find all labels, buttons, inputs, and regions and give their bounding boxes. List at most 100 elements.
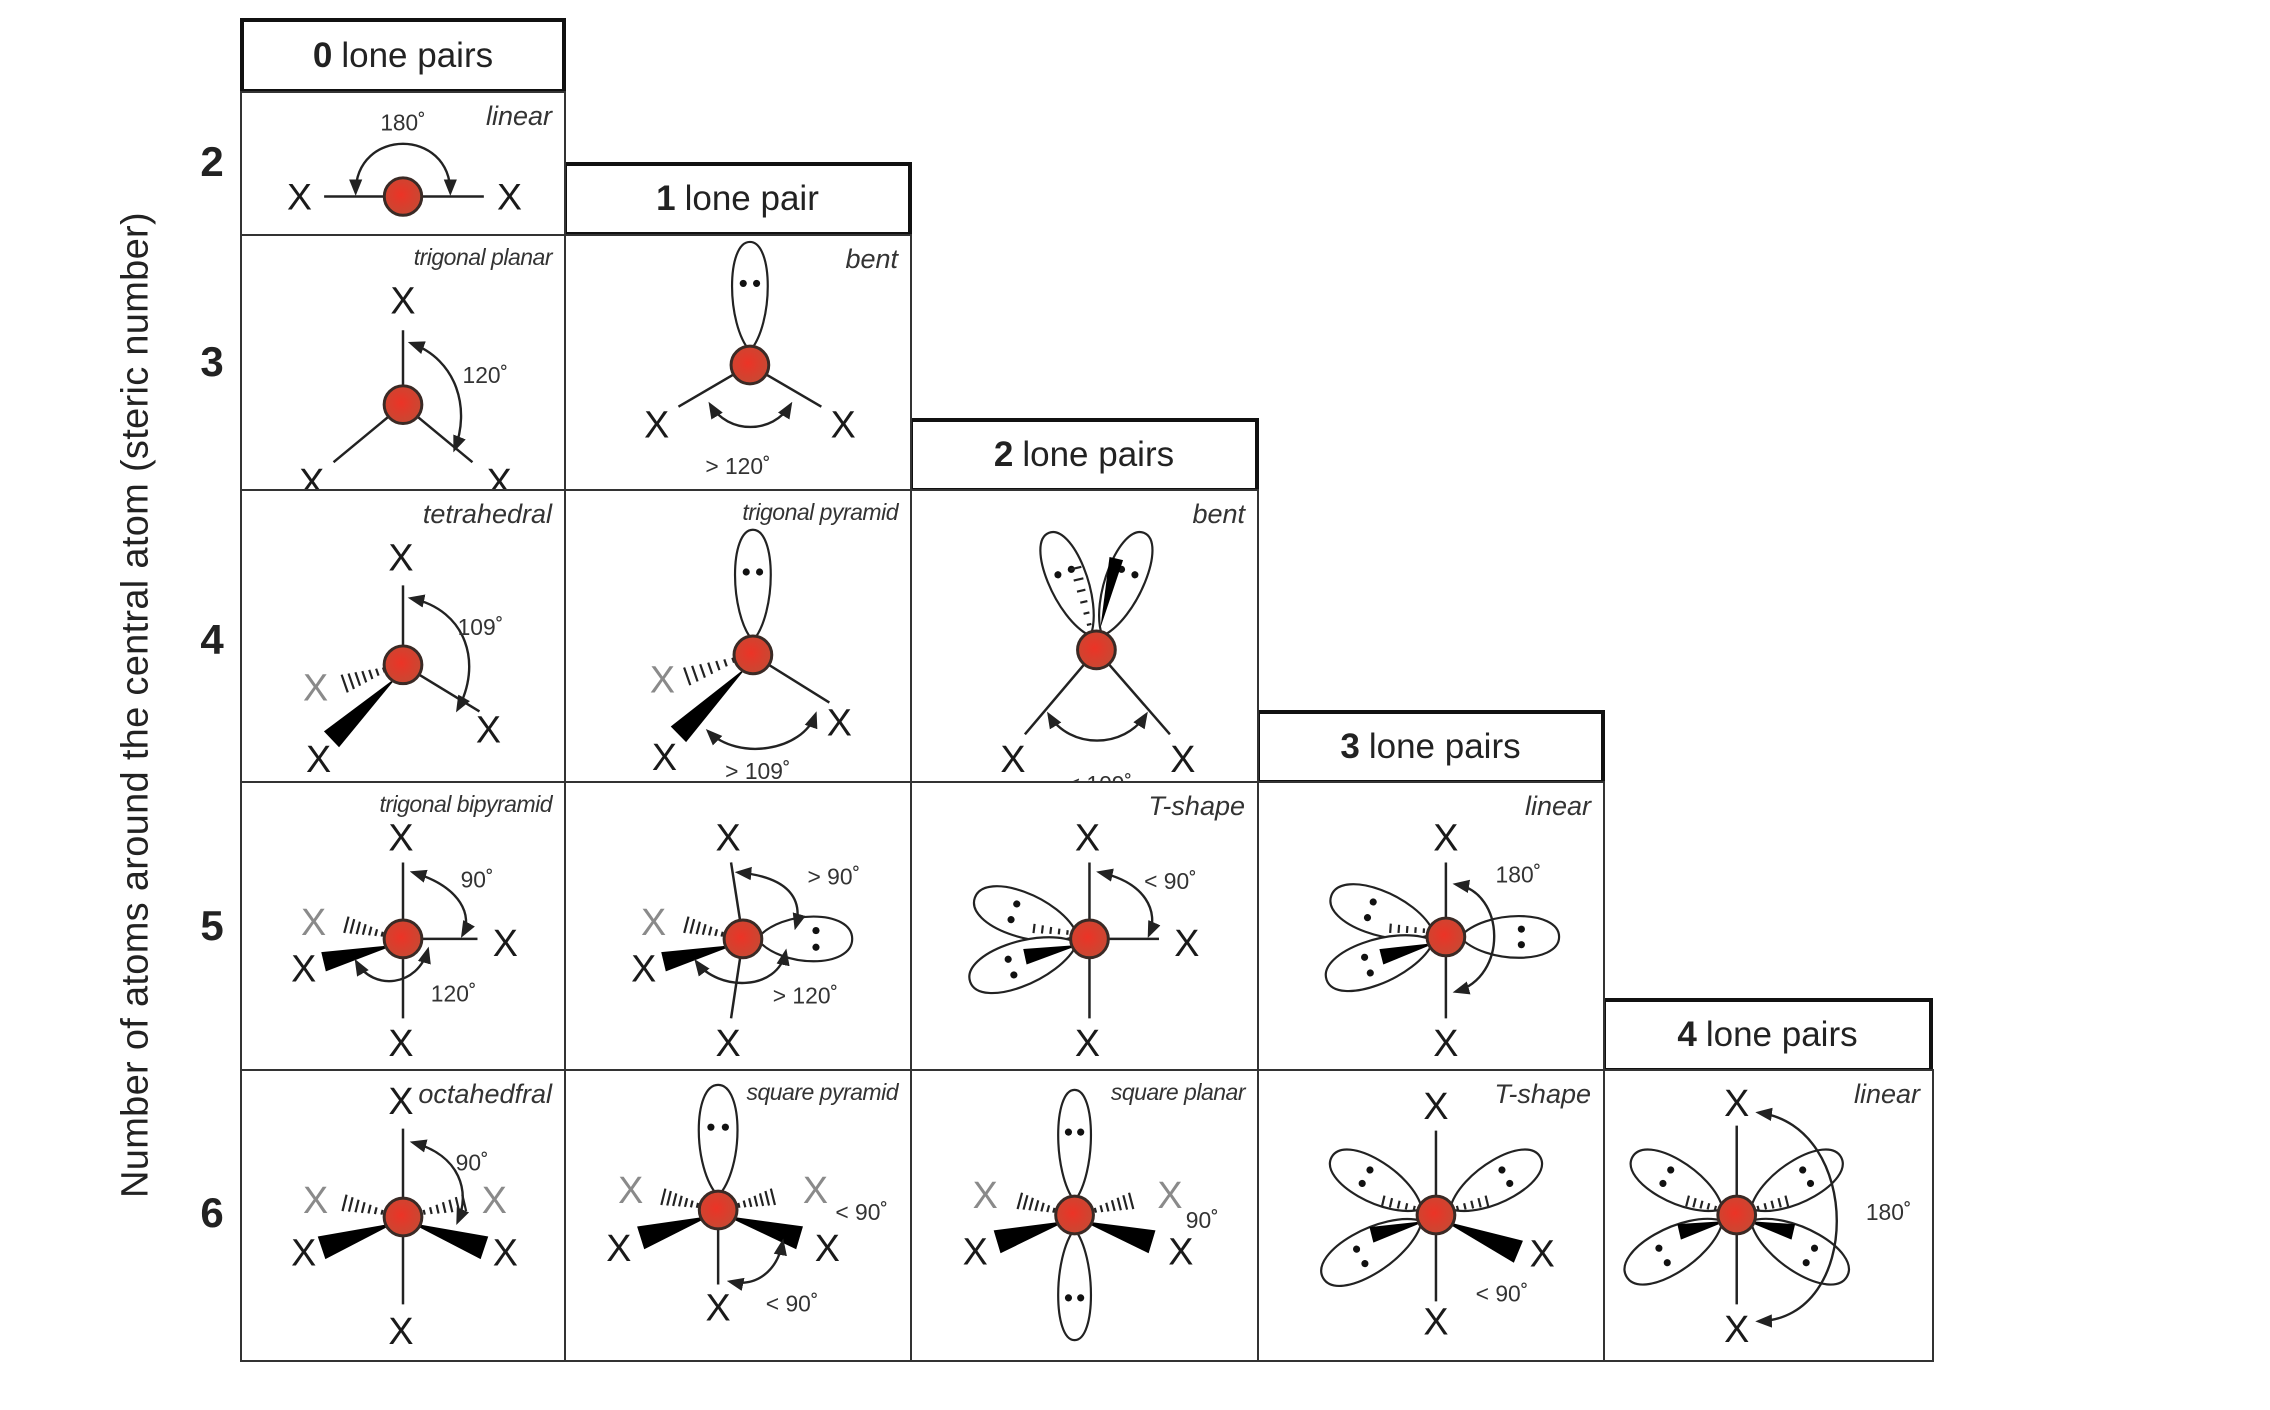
ligand-x-back: X [482, 1179, 507, 1221]
hash-mark [1099, 1205, 1104, 1213]
hashed-bond [341, 1194, 384, 1215]
hash-mark [764, 1190, 771, 1206]
lone-pair-lobe [1039, 531, 1095, 638]
hash-mark [380, 931, 384, 937]
hashed-bond [683, 657, 736, 686]
bond-angle-label: < 90˚ [1476, 1280, 1529, 1306]
electron-dot [1655, 1244, 1663, 1252]
hash-mark [1028, 1197, 1034, 1211]
bond-angle-label: > 120˚ [773, 982, 838, 1008]
electron-dot [1064, 1294, 1073, 1302]
lobe-outline [1629, 1148, 1725, 1212]
geometry-label: linear [485, 101, 552, 131]
electron-dot [1007, 916, 1015, 924]
hash-mark [1016, 1192, 1024, 1210]
electron-dot [755, 568, 764, 576]
ligand-x: X [1433, 817, 1458, 859]
hash-mark [1380, 1195, 1386, 1207]
angle-arrow [407, 341, 466, 453]
hash-mark [1080, 600, 1088, 604]
hash-mark [1397, 924, 1401, 934]
bond-angle-label: < 90˚ [1144, 868, 1197, 894]
central-atom [1076, 629, 1117, 671]
hash-mark [708, 926, 713, 936]
hash-mark [1777, 1197, 1782, 1208]
hash-mark [1093, 1207, 1098, 1213]
ligand-x-back: X [973, 1174, 998, 1216]
hash-mark [1076, 588, 1086, 593]
hash-mark [1110, 1200, 1116, 1212]
ligand-x-back: X [650, 659, 675, 701]
hash-mark [683, 916, 690, 934]
wedge-bond [1023, 944, 1080, 965]
hash-mark [374, 928, 379, 937]
hash-mark [695, 921, 701, 935]
central-atom [382, 1196, 424, 1238]
ligand-x: X [1000, 738, 1025, 780]
lobe-outline [730, 240, 769, 353]
steric-number-5: 5 [200, 902, 224, 949]
ligand-x: X [815, 1227, 840, 1269]
central-atom [729, 344, 771, 386]
lobe-outline [755, 915, 854, 963]
angle-arrow [705, 711, 818, 751]
lone-pair-lobe [1328, 1148, 1424, 1212]
ligand-x-back: X [301, 901, 326, 943]
hash-mark [758, 1193, 765, 1207]
geometry-label: square pyramid [746, 1079, 898, 1105]
bond-angle-label: 90˚ [461, 866, 494, 892]
angle-arrow [409, 869, 475, 938]
hash-mark [701, 923, 707, 936]
ligand-x: X [715, 1022, 740, 1064]
wedge-bond [317, 1222, 396, 1260]
electron-dot [1361, 953, 1369, 961]
central-atom [697, 1189, 739, 1231]
wedge-bond [321, 944, 396, 972]
lone-pair-lobe [1623, 1217, 1725, 1286]
hashed-bond [1032, 923, 1069, 935]
electron-dot [1363, 914, 1372, 922]
electron-dot [1361, 1260, 1369, 1268]
electron-dot [1806, 1179, 1815, 1188]
ligand-x: X [652, 736, 677, 778]
wedge-bond [1100, 556, 1124, 629]
hash-mark [672, 1193, 678, 1207]
hash-mark [380, 1209, 384, 1215]
ligand-x: X [388, 1080, 413, 1122]
ligand-x: X [287, 176, 312, 218]
ligand-x: X [1724, 1082, 1749, 1124]
hash-mark [1046, 1205, 1051, 1213]
lone-pair-lobe [755, 915, 854, 963]
hash-mark [1066, 930, 1069, 935]
ligand-x-back: X [303, 667, 328, 709]
hash-mark [720, 931, 724, 937]
angle-arrow [734, 866, 806, 931]
wedge-bond [1677, 1220, 1727, 1240]
electron-dot [1054, 571, 1062, 579]
electron-dot [1517, 941, 1525, 949]
hash-mark [373, 1207, 378, 1215]
hash-mark [1404, 1203, 1409, 1210]
hash-mark [1699, 1200, 1704, 1209]
hash-mark [1032, 923, 1036, 934]
hash-mark [375, 668, 380, 677]
angle-arrow [409, 1139, 470, 1226]
molecule-diagram: XXX< 90˚ [1320, 1085, 1555, 1342]
central-atom [382, 176, 424, 217]
geometry-label: linear [1524, 791, 1591, 821]
electron-dot [1506, 1179, 1514, 1188]
bond-angle-label: < 90˚ [766, 1290, 819, 1316]
ligand-x: X [706, 1286, 731, 1328]
